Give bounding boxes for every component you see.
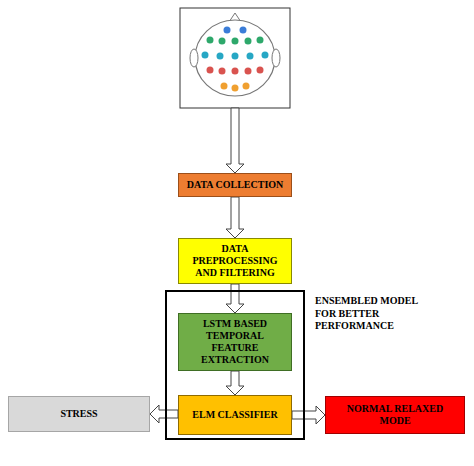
box-label: DATA COLLECTION [187,179,284,191]
block-arrow [150,405,178,423]
block-arrow [226,197,244,238]
block-arrow [226,371,244,395]
box-label: DATA PREPROCESSING AND FILTERING [184,243,286,279]
group-heading: ENSEMBLED MODEL FOR BETTER PERFORMANCE [315,295,440,333]
block-arrow [226,108,244,173]
box-label: LSTM BASED TEMPORAL FEATURE EXTRACTION [184,318,286,366]
head-ear [190,49,198,67]
box-label: STRESS [60,408,97,420]
output-box: NORMAL RELAXED MODE [325,396,465,434]
classifier-box: ELM CLASSIFIER [178,395,292,435]
process-box: DATA PREPROCESSING AND FILTERING [178,238,292,284]
block-arrow [292,406,325,424]
output-box: STRESS [8,396,150,432]
image-frame [180,8,290,108]
head-ear [272,49,280,67]
box-label: ELM CLASSIFIER [192,409,277,421]
box-label: NORMAL RELAXED MODE [331,403,459,427]
process-box: DATA COLLECTION [178,173,292,197]
electrodes [202,27,269,92]
block-arrow [226,284,244,313]
head-outline [195,20,275,96]
process-box: LSTM BASED TEMPORAL FEATURE EXTRACTION [178,313,292,371]
